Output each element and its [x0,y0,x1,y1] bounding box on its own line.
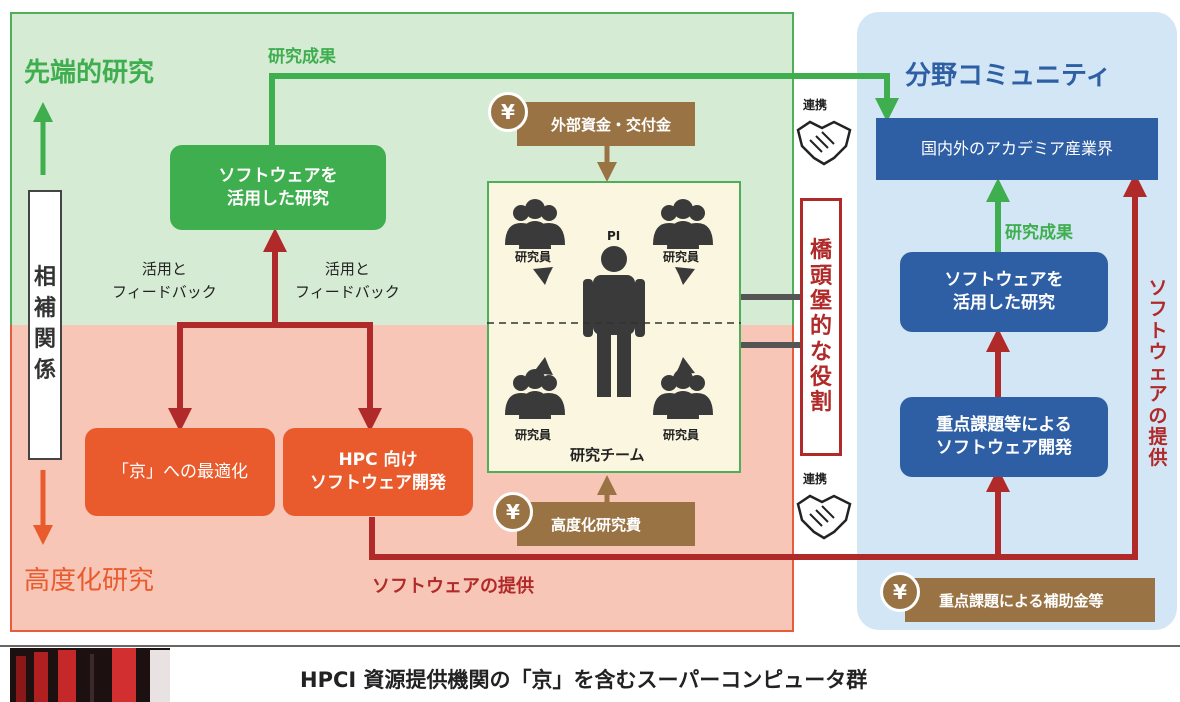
researcher-label: 研究員 [663,250,700,264]
researcher-group-icon [653,199,713,249]
bridgehead-role-box: 橋 頭 堡 的 な 役 割 [800,198,842,456]
sophisticated-research-title: 高度化研究 [24,566,155,596]
advanced-research-title: 先端的研究 [24,58,155,88]
handshake-icon [796,494,852,540]
bridge-char: 橋 [809,238,832,264]
complementary-char: 相 [33,265,56,291]
supply-char: フ [1148,298,1168,321]
research-team-label: 研究チーム [570,446,645,464]
software-research-box-right: ソフトウェアを 活用した研究 [900,252,1108,332]
advanced-cost-box: 高度化研究費 [517,502,695,546]
hpc-software-dev-box: HPC 向け ソフトウェア開発 [283,428,473,516]
researcher-label: 研究員 [515,250,552,264]
bridge-char: 堡 [809,289,832,315]
researcher-label: 研究員 [515,428,552,442]
bridge-char: 頭 [809,263,832,289]
arrow-downleft-icon [533,341,582,375]
supply-char: ウ [1148,340,1168,363]
software-supply-vertical-label: ソ フ ト ウ ェ ア の 提 供 [1145,277,1171,470]
arrow-upleft-icon [533,267,582,301]
pi-person-icon [583,246,645,397]
software-supply-label: ソフトウェアの提供 [372,576,534,597]
academia-industry-box: 国内外のアカデミア産業界 [876,118,1158,180]
bridge-char: 役 [809,364,832,390]
yen-icon: ¥ [488,92,528,132]
results-label-right: 研究成果 [1005,223,1073,243]
supply-char: ェ [1148,362,1168,385]
complementary-char: 係 [33,357,56,383]
subsidy-box: 重点課題による補助金等 [905,578,1155,622]
collab-label: 連携 [803,472,828,486]
results-label-top: 研究成果 [268,47,336,67]
feedback-label-right: 活用と フィードバック [295,260,400,301]
priority-software-dev-box: 重点課題等による ソフトウェア開発 [900,397,1108,477]
results-arrow-top [269,73,899,145]
complementary-relation-box: 相 補 関 係 [28,190,62,460]
supply-char: ア [1148,383,1168,406]
researcher-group-icon [505,369,565,419]
supercomputer-photo [10,648,170,702]
complementary-char: 関 [33,327,56,352]
pi-label: PI [607,229,621,243]
supply-char: 供 [1148,447,1168,470]
community-title: 分野コミュニティ [905,61,1112,91]
handshake-icon [796,120,852,166]
yen-icon: ¥ [493,492,533,532]
supply-char: の [1148,404,1168,427]
researcher-label: 研究員 [663,428,700,442]
supply-char: ソ [1148,277,1168,299]
software-research-box-left: ソフトウェアを 活用した研究 [170,145,386,230]
bridge-char: 的 [809,314,832,340]
researcher-group-icon [505,199,565,249]
supply-arrow-right [369,173,1147,560]
supply-char: 提 [1148,425,1168,448]
footer-caption: HPCI 資源提供機関の「京」を含むスーパーコンピュータ群 [300,668,868,692]
feedback-label-left: 活用と フィードバック [112,260,217,301]
external-funding-box: 外部資金・交付金 [517,102,695,146]
yen-icon: ¥ [880,572,920,612]
footer-divider [0,645,1180,647]
bridge-char: な [809,339,832,365]
researcher-group-icon [653,369,713,419]
collab-label: 連携 [803,98,828,112]
kei-optimization-box: 「京」への最適化 [85,428,275,516]
arrow-downright-icon [646,341,695,375]
team-figures [487,199,741,419]
complementary-char: 補 [33,296,56,322]
arrow-upright-icon [646,267,695,301]
bridge-char: 割 [809,390,832,416]
supply-char: ト [1148,319,1168,342]
